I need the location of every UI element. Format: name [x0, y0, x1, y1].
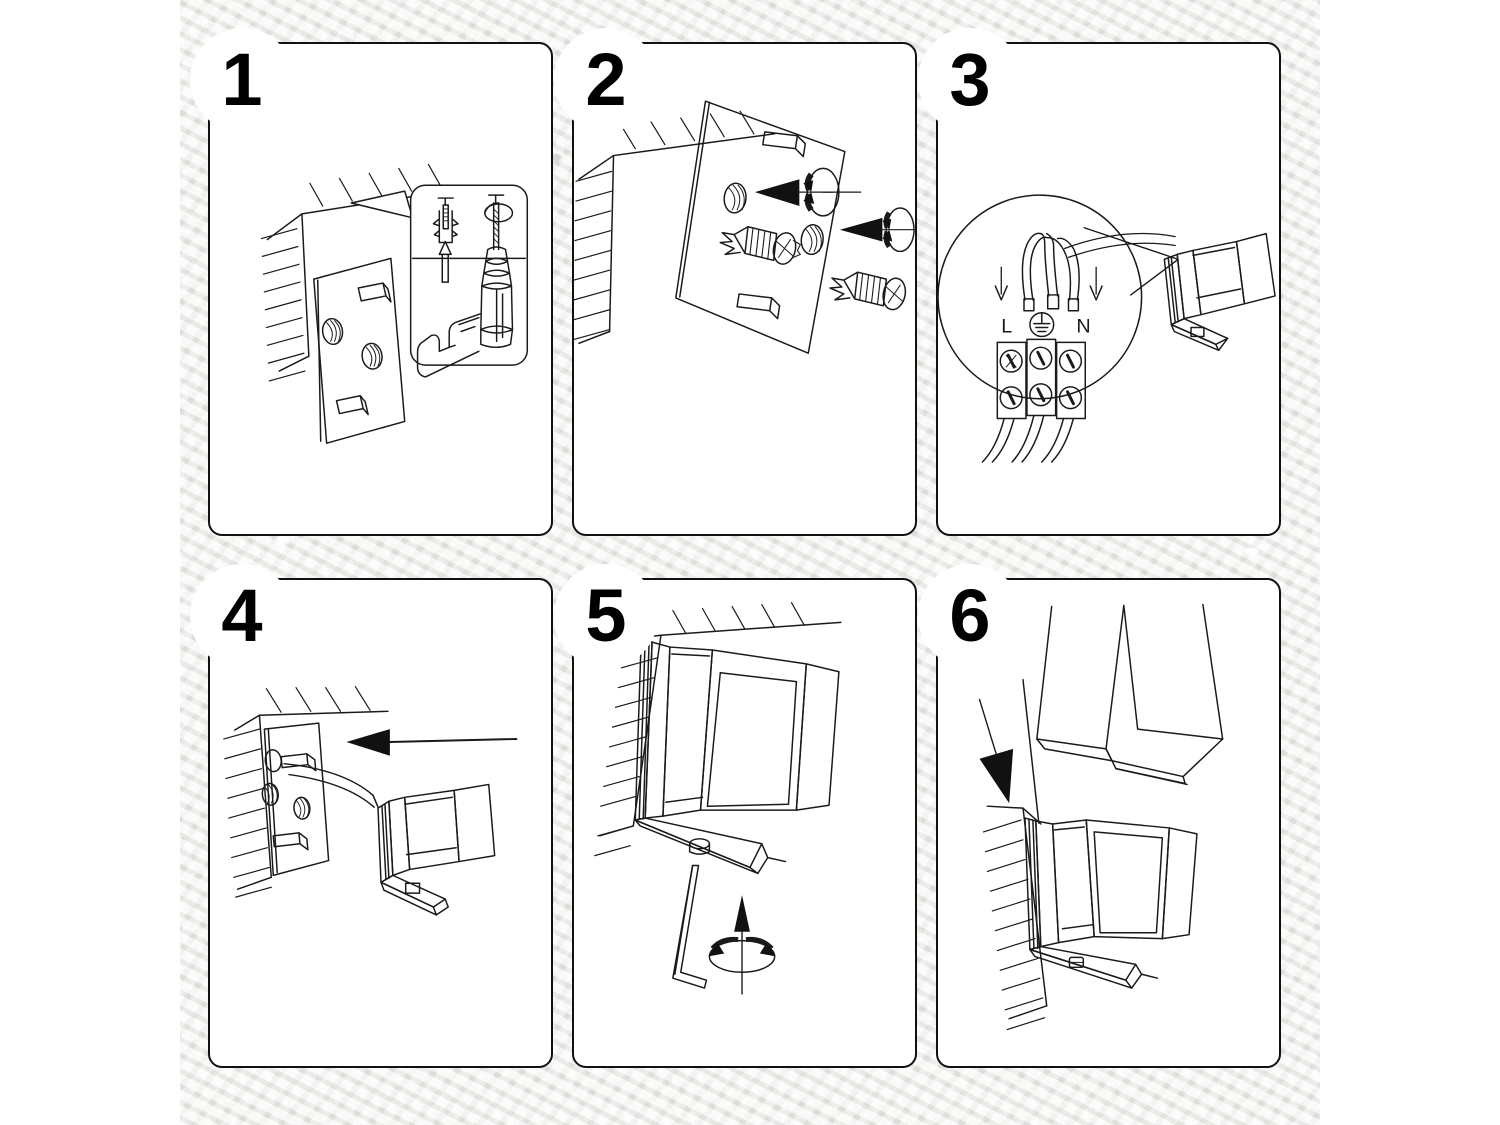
step-number-3: 3: [949, 38, 991, 121]
step-badge-2: 2: [554, 28, 658, 132]
step-badge-5: 5: [554, 564, 658, 668]
terminal-block-icon: [996, 338, 1087, 420]
terminal-label-live: L: [1001, 315, 1012, 337]
step-number-1: 1: [221, 38, 263, 121]
step-badge-6: 6: [918, 564, 1022, 668]
step-3-illustration: L N: [937, 194, 1276, 463]
step-panel-2: [572, 42, 917, 536]
step-number-5: 5: [585, 574, 627, 657]
step-number-4: 4: [221, 574, 263, 657]
step-badge-1: 1: [190, 28, 294, 132]
earth-symbol-icon: [1029, 311, 1055, 338]
step-number-2: 2: [585, 38, 627, 121]
terminal-label-neutral: N: [1076, 315, 1090, 337]
step-number-6: 6: [949, 574, 991, 657]
step-4-illustration: [223, 686, 518, 916]
step-badge-4: 4: [190, 564, 294, 668]
step-6-illustration: [978, 603, 1224, 1031]
step-1-illustration: [260, 163, 529, 444]
step-badge-3: 3: [918, 28, 1022, 132]
step-2-illustration: [573, 100, 916, 354]
